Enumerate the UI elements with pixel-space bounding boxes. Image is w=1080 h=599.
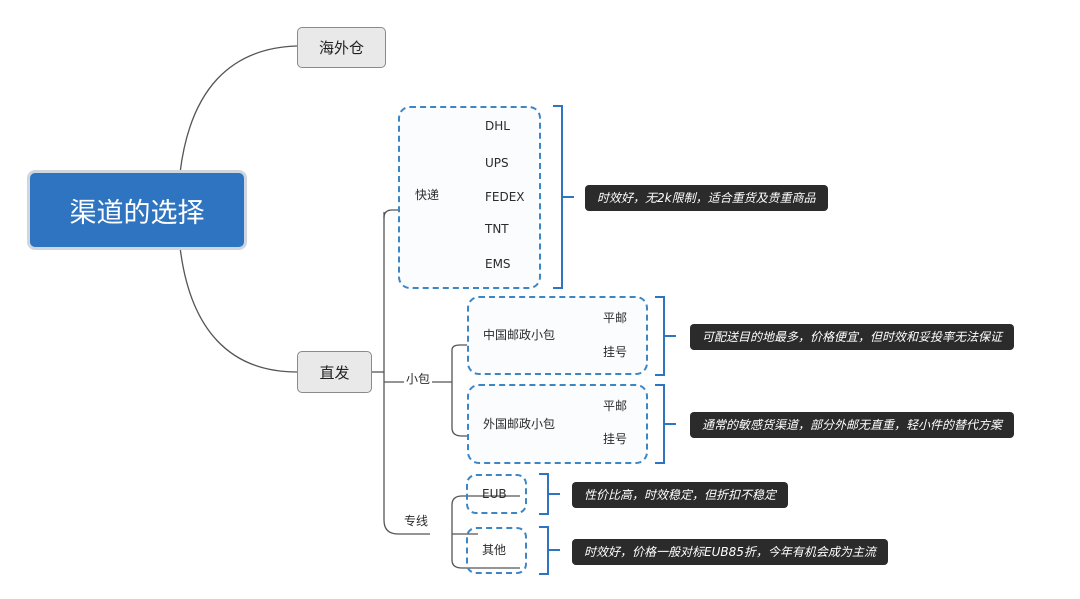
root-node[interactable]: 渠道的选择 [30, 173, 244, 247]
foreign-post-item-flat[interactable]: 平邮 [603, 399, 628, 413]
express-note: 时效好，无2k限制，适合重货及贵重商品 [585, 185, 828, 211]
china-post-label[interactable]: 中国邮政小包 [483, 328, 556, 342]
express-item-ups[interactable]: UPS [485, 156, 509, 170]
express-group [398, 106, 541, 289]
small-parcel-label[interactable]: 小包 [406, 372, 431, 386]
foreign-post-label[interactable]: 外国邮政小包 [483, 417, 556, 431]
eub-label[interactable]: EUB [482, 487, 507, 501]
express-item-fedex[interactable]: FEDEX [485, 190, 525, 204]
foreign-post-item-registered[interactable]: 挂号 [603, 432, 628, 446]
direct-node[interactable]: 直发 [297, 351, 372, 393]
foreign-post-note: 通常的敏感货渠道，部分外邮无直重，轻小件的替代方案 [690, 412, 1015, 438]
other-group [466, 527, 527, 574]
dedicated-line-label[interactable]: 专线 [404, 514, 429, 528]
other-label[interactable]: 其他 [482, 543, 507, 557]
china-post-group [467, 296, 648, 375]
china-post-item-flat[interactable]: 平邮 [603, 311, 628, 325]
express-item-tnt[interactable]: TNT [485, 222, 509, 236]
china-post-note: 可配送目的地最多，价格便宜，但时效和妥投率无法保证 [690, 324, 1015, 350]
eub-note: 性价比高，时效稳定，但折扣不稳定 [572, 482, 789, 508]
china-post-item-registered[interactable]: 挂号 [603, 345, 628, 359]
eub-group [466, 474, 527, 514]
warehouse-node[interactable]: 海外仓 [297, 27, 386, 68]
foreign-post-group [467, 384, 648, 464]
express-item-ems[interactable]: EMS [485, 257, 511, 271]
express-label[interactable]: 快递 [415, 188, 440, 202]
other-note: 时效好，价格一般对标EUB85折，今年有机会成为主流 [572, 539, 888, 565]
express-item-dhl[interactable]: DHL [485, 119, 510, 133]
